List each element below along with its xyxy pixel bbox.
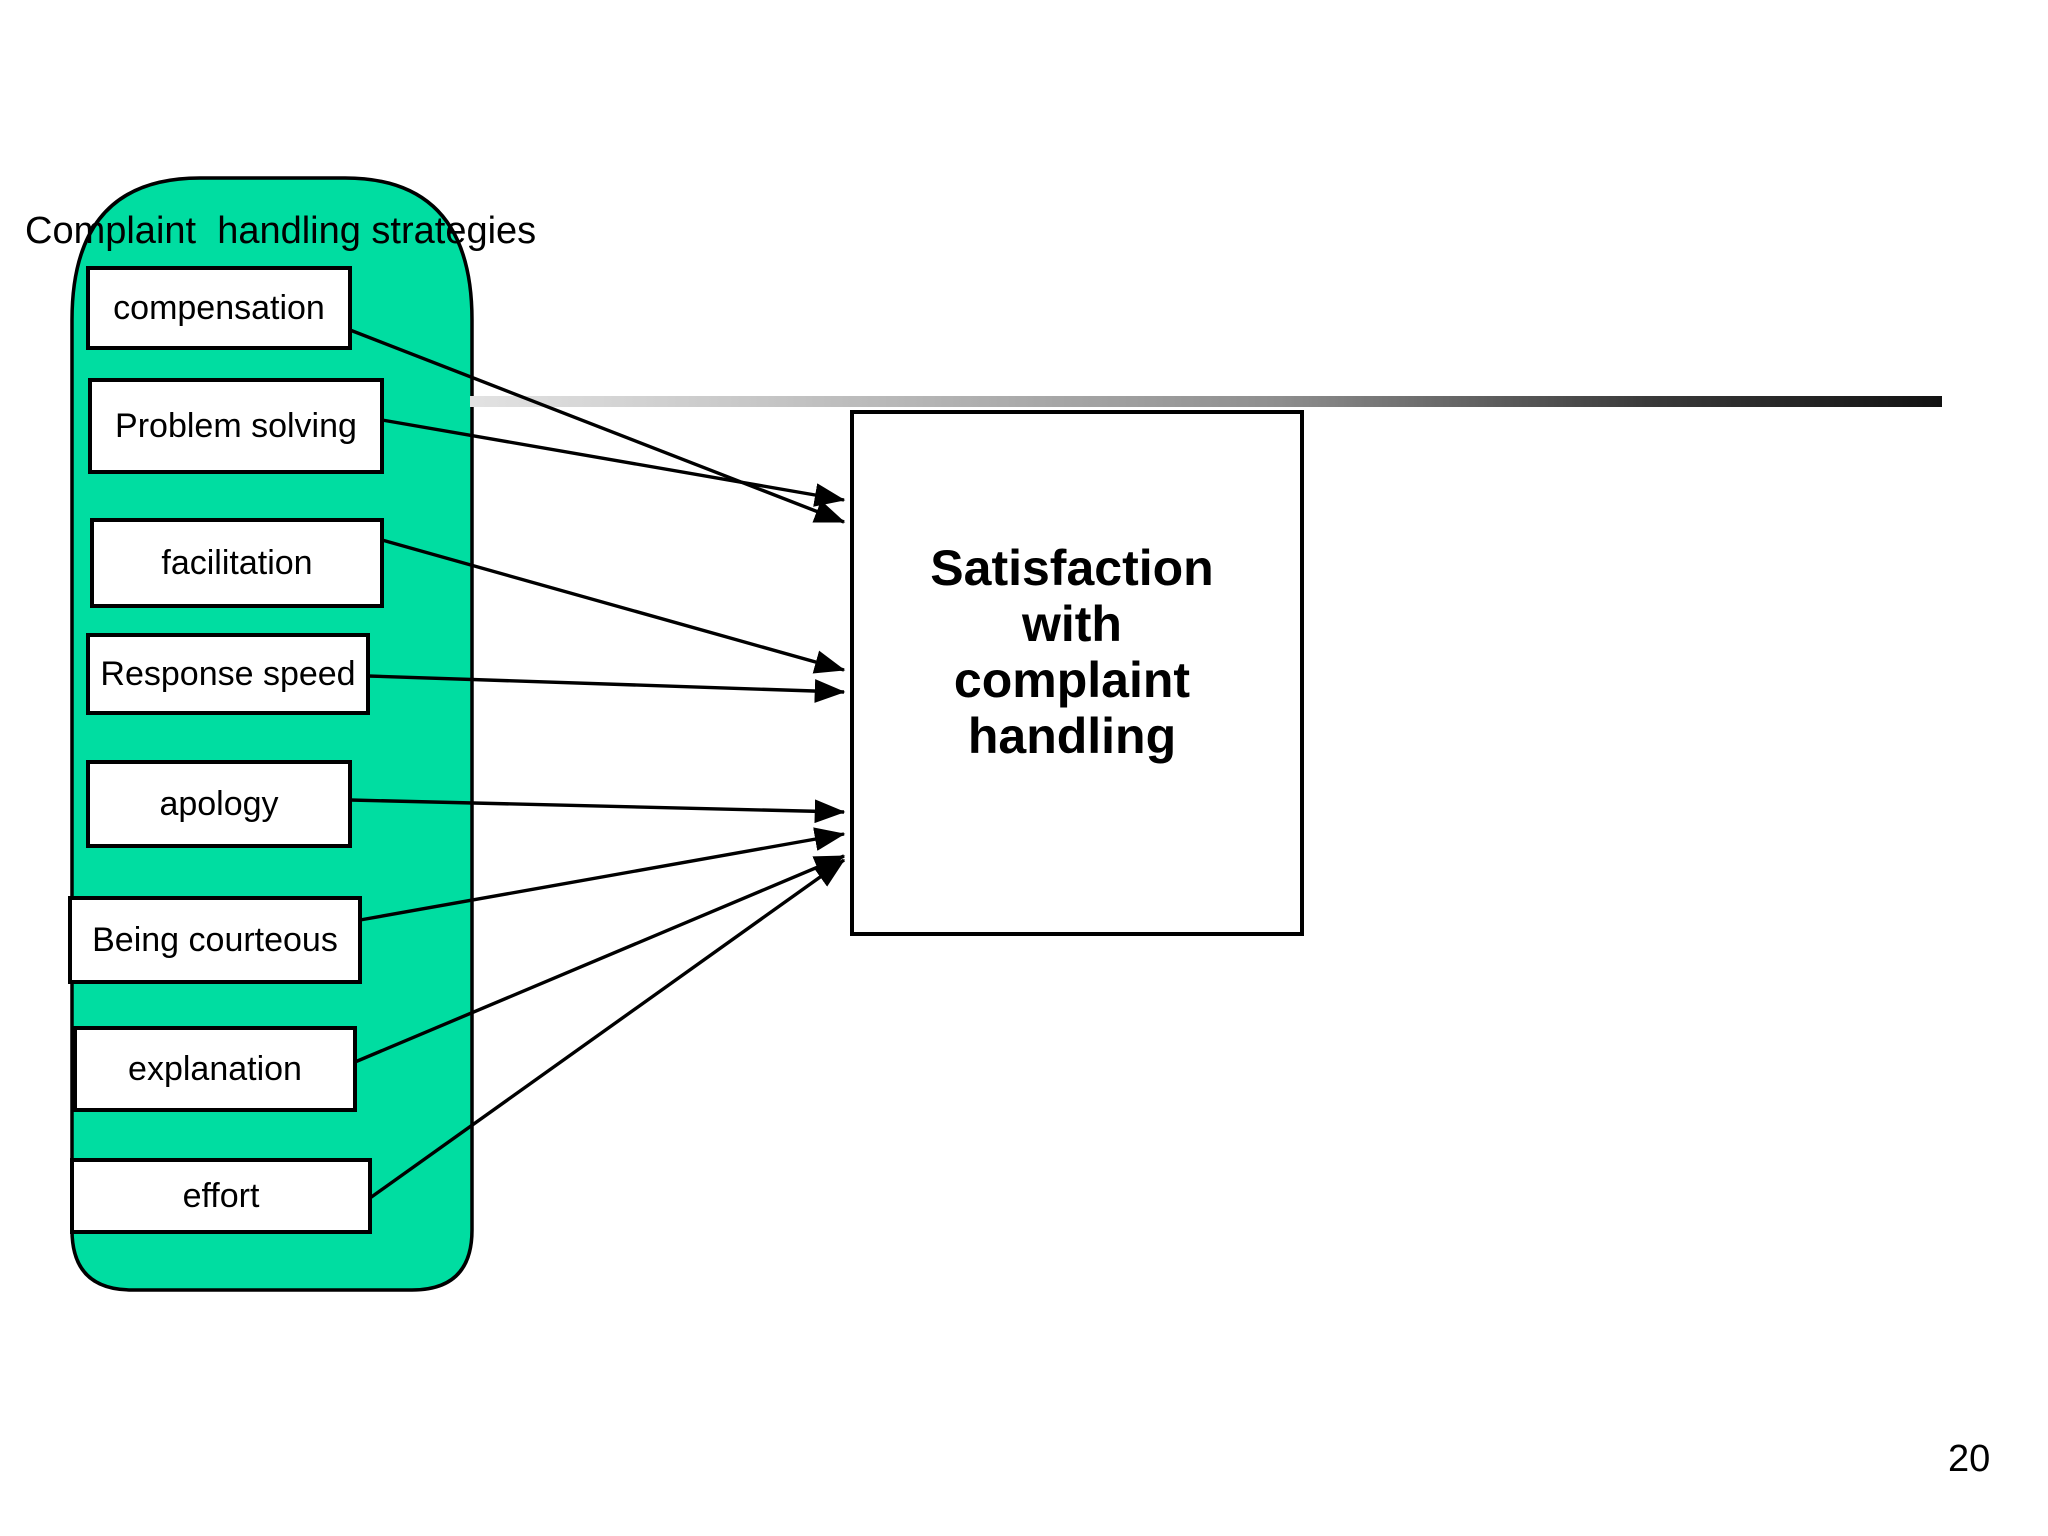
connector-facilitation (381, 538, 846, 674)
connector-compensation (349, 328, 846, 524)
connector-apology (349, 798, 846, 824)
strategy-label-facilitation: facilitation (161, 543, 313, 582)
outcome-label: Satisfaction with complaint handling (930, 540, 1214, 764)
connector-being-courteous (359, 827, 846, 922)
connector-explanation (354, 854, 846, 1064)
strategy-box-compensation[interactable] (86, 266, 352, 350)
horizontal-rule (470, 396, 1942, 407)
strategy-box-being-courteous[interactable] (68, 896, 362, 984)
strategy-box-problem-solving[interactable] (88, 378, 384, 474)
strategy-label-problem-solving: Problem solving (115, 406, 357, 445)
connector-problem-solving (381, 418, 846, 507)
strategy-box-effort[interactable] (70, 1158, 372, 1234)
outcome-box[interactable] (850, 410, 1304, 936)
strategy-box-response-speed[interactable] (86, 633, 370, 715)
strategy-box-explanation[interactable] (73, 1026, 357, 1112)
page-number: 20 (1948, 1438, 1991, 1480)
connector-effort (369, 858, 846, 1200)
strategy-group-title: Complaint handling strategies (25, 210, 537, 252)
strategy-label-being-courteous: Being courteous (92, 920, 338, 959)
strategy-label-explanation: explanation (128, 1049, 302, 1088)
strategy-label-compensation: compensation (113, 288, 325, 327)
connector-response-speed (367, 674, 846, 703)
strategy-label-apology: apology (159, 784, 279, 823)
strategy-label-response-speed: Response speed (100, 654, 356, 693)
strategy-box-apology[interactable] (86, 760, 352, 848)
strategy-box-facilitation[interactable] (90, 518, 384, 608)
strategy-label-effort: effort (182, 1176, 260, 1215)
